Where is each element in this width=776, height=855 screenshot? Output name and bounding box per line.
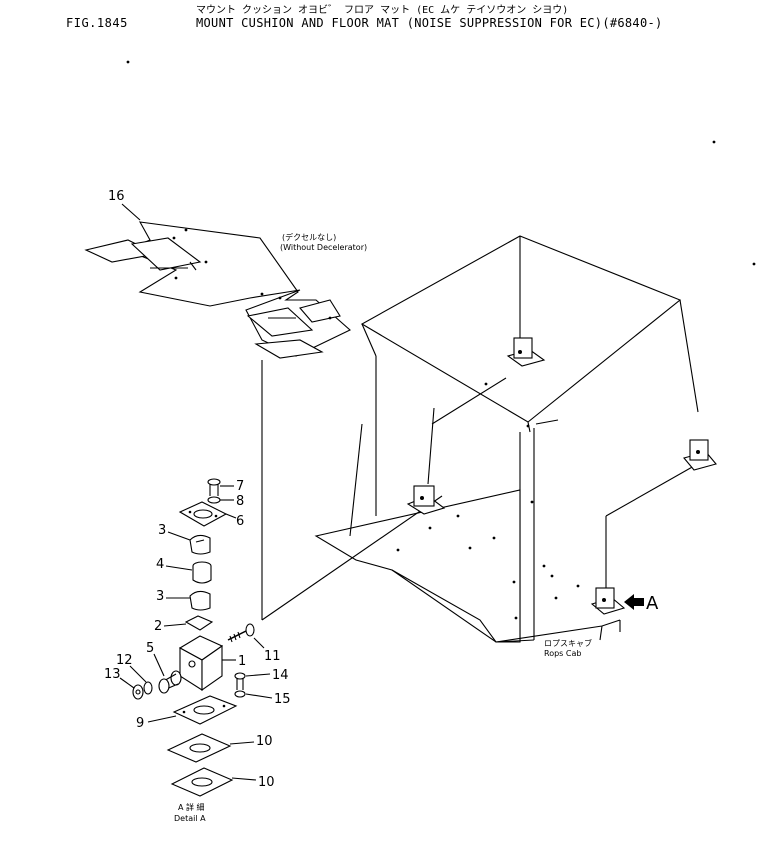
bolt-14 [234, 672, 246, 690]
gasket-10-upper [166, 733, 232, 763]
mount-cushion-front-right [590, 587, 626, 615]
part-number-3b: 3 [156, 589, 164, 604]
part-number-10b: 10 [258, 775, 275, 790]
sleeve-5 [158, 670, 182, 694]
part-number-3a: 3 [158, 523, 166, 538]
mount-cushion-rear-right [683, 439, 717, 471]
pad-2 [184, 615, 214, 631]
annotation-without-decelerator-jp: (デクセルなし) [282, 232, 336, 242]
base-plate-9 [172, 695, 238, 725]
washer-12 [143, 681, 153, 695]
part-number-2: 2 [154, 619, 162, 634]
gasket-10-lower [170, 767, 234, 797]
bracket-1 [178, 635, 224, 692]
washer-8 [207, 496, 221, 504]
view-arrow-label: A [646, 593, 659, 614]
mount-cushion-front-left [406, 485, 446, 515]
part-number-4: 4 [156, 557, 164, 572]
part-number-16: 16 [108, 189, 125, 204]
annotation-without-decelerator: (Without Decelerator) [280, 243, 367, 252]
bolt-7 [207, 478, 221, 496]
annotation-rops-cab-jp: ロプスキャブ [544, 638, 592, 648]
part-number-1: 1 [238, 654, 246, 669]
mount-cushion-roof [506, 337, 546, 367]
spacer-4 [192, 561, 212, 584]
part-number-11: 11 [264, 649, 281, 664]
floor-mat-16 [84, 221, 351, 359]
rops-cab [126, 60, 756, 643]
figure-number: FIG.1845 [66, 16, 128, 30]
bolt-11 [227, 623, 255, 643]
detail-label: Detail A [174, 814, 206, 823]
detail-label-jp: A 詳 細 [178, 802, 205, 812]
part-number-14: 14 [272, 668, 289, 683]
part-number-9: 9 [136, 716, 144, 731]
part-number-10a: 10 [256, 734, 273, 749]
cushion-3-upper [189, 534, 211, 555]
part-number-8: 8 [236, 494, 244, 509]
part-number-12: 12 [116, 653, 133, 668]
view-arrow-icon [624, 594, 644, 610]
annotation-rops-cab: Rops Cab [544, 649, 581, 658]
title-japanese: マウント クッション オヨビ゛ フロア マット (EC ムケ テイソウオン シヨ… [196, 5, 569, 16]
part-number-7: 7 [236, 479, 244, 494]
part-number-5: 5 [146, 641, 154, 656]
cushion-3-lower [189, 590, 211, 611]
plate-6 [178, 501, 228, 527]
part-number-6: 6 [236, 514, 244, 529]
part-number-13: 13 [104, 667, 121, 682]
washer-15 [234, 690, 246, 698]
part-number-15: 15 [274, 692, 291, 707]
title-english: MOUNT CUSHION AND FLOOR MAT (NOISE SUPPR… [196, 16, 663, 30]
nut-13 [132, 684, 144, 700]
